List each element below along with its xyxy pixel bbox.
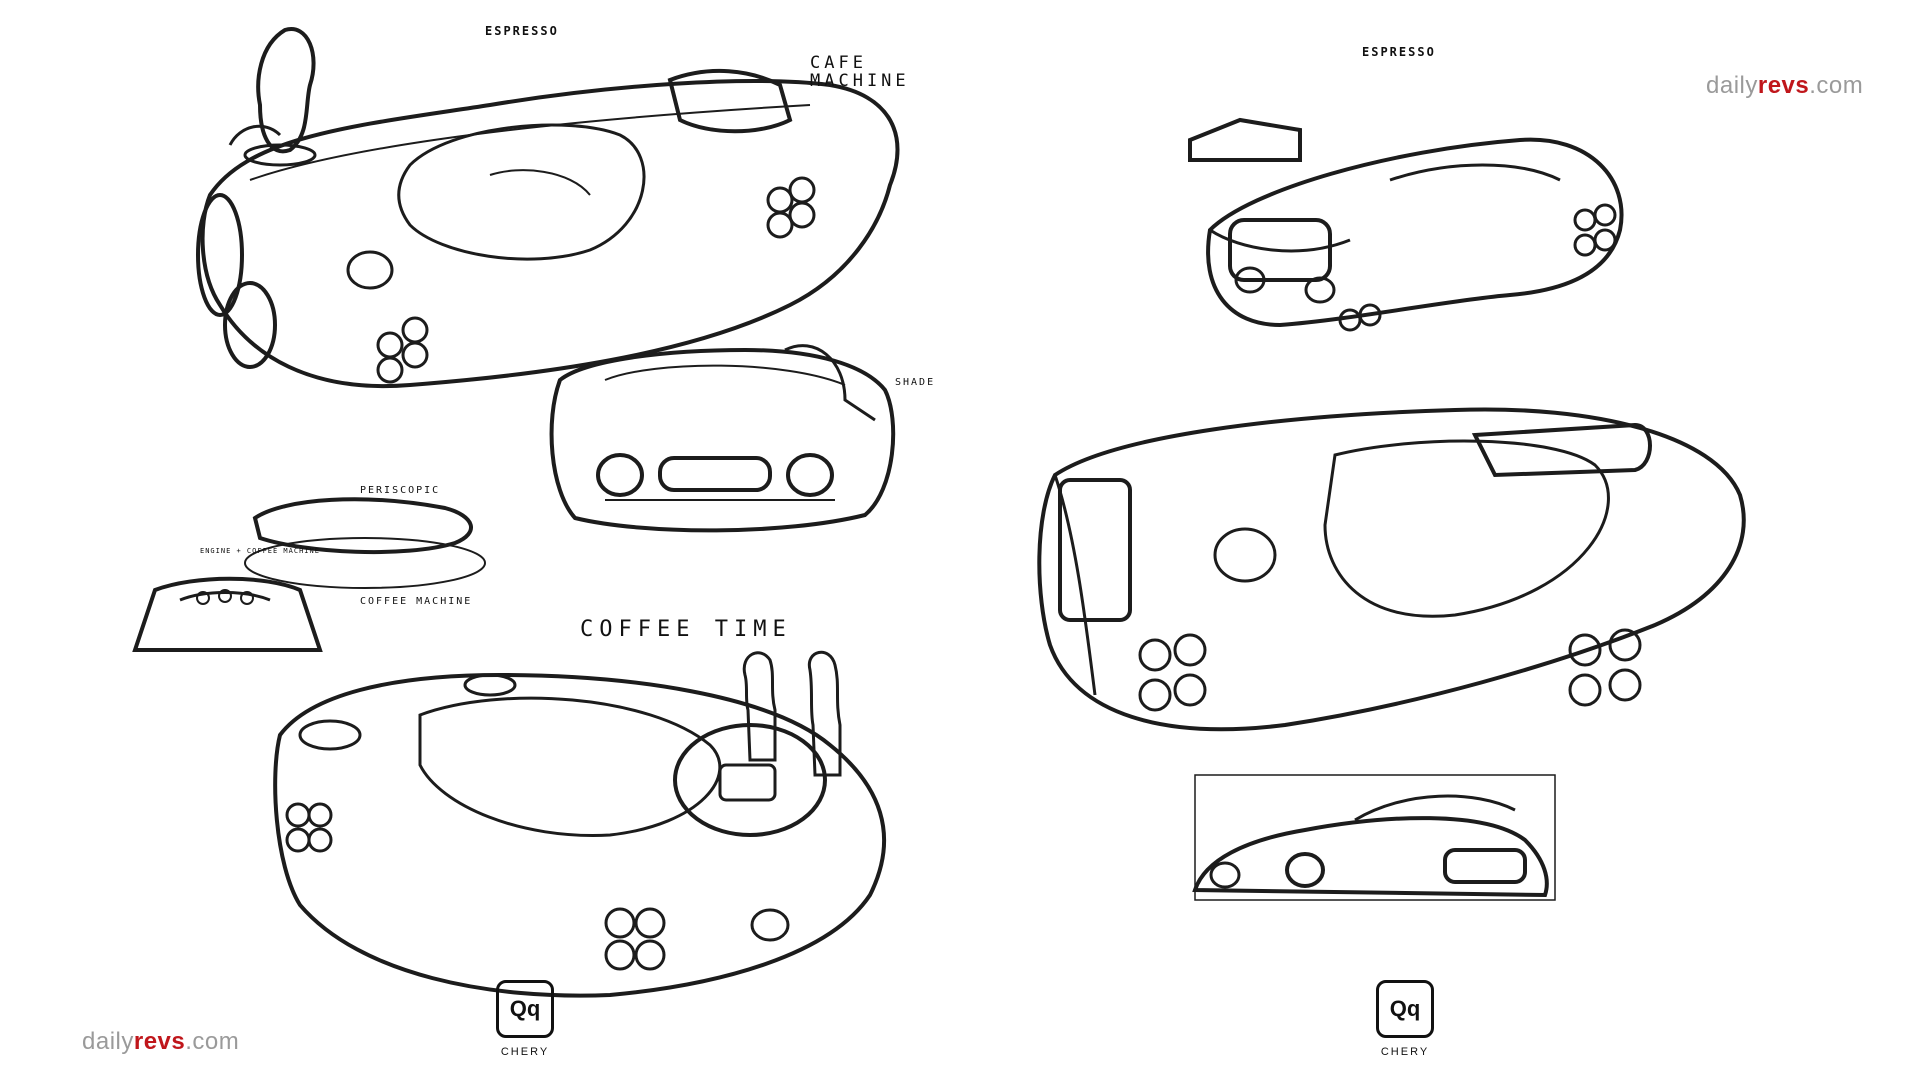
watermark-suffix: .com — [1809, 72, 1864, 99]
sketch-periscope-module — [244, 497, 486, 589]
sketch-top-view-car-seated-figure — [196, 27, 900, 388]
chery-brand-name: CHERY — [500, 1046, 550, 1058]
annotation-shade: SHADE — [895, 377, 936, 388]
left-sketch-sheet: ESPRESSO CAFE MACHINE SHADE — [82, 24, 936, 1058]
watermark-accent: revs — [1757, 72, 1810, 99]
watermark-suffix: .com — [185, 1028, 240, 1055]
right-sketch-sheet: ESPRESSO dailyrevs.com — [960, 0, 1920, 1080]
chery-logo-left: Qq CHERY — [490, 980, 560, 1058]
annotation-coffee-machine: COFFEE MACHINE — [360, 596, 473, 607]
watermark-dailyrevs-right: dailyrevs.com — [1706, 72, 1863, 100]
sketch-rear-view-car — [549, 344, 896, 533]
sketch-engine-coffee-module — [132, 576, 323, 652]
chery-badge: Qq — [496, 980, 554, 1038]
annotation-cafe-machine: CAFE MACHINE — [810, 53, 910, 91]
annotation-engine-coffee: ENGINE + COFFEE MACHINE — [200, 547, 320, 555]
sketch-hero-top-view-car — [1037, 407, 1746, 732]
sheet-tag-right: ESPRESSO — [1362, 45, 1436, 59]
watermark-prefix: daily — [1706, 72, 1758, 99]
annotation-coffee-time: COFFEE TIME — [580, 617, 792, 642]
chery-logo-right: Qq CHERY — [1370, 980, 1440, 1058]
sketch-front-three-quarter-car — [1188, 117, 1624, 332]
annotation-periscope: PERISCOPIC — [360, 485, 441, 496]
sheet-tag-left: ESPRESSO — [485, 24, 559, 38]
watermark-prefix: daily — [82, 1028, 134, 1055]
sketch-rear-three-quarter-car — [1192, 774, 1556, 901]
watermark-accent: revs — [133, 1028, 186, 1055]
chery-badge: Qq — [1376, 980, 1434, 1038]
chery-brand-name: CHERY — [1380, 1046, 1430, 1058]
watermark-dailyrevs-left: dailyrevs.com — [82, 1028, 239, 1056]
sketch-three-quarter-car-coffee-time — [273, 650, 886, 998]
